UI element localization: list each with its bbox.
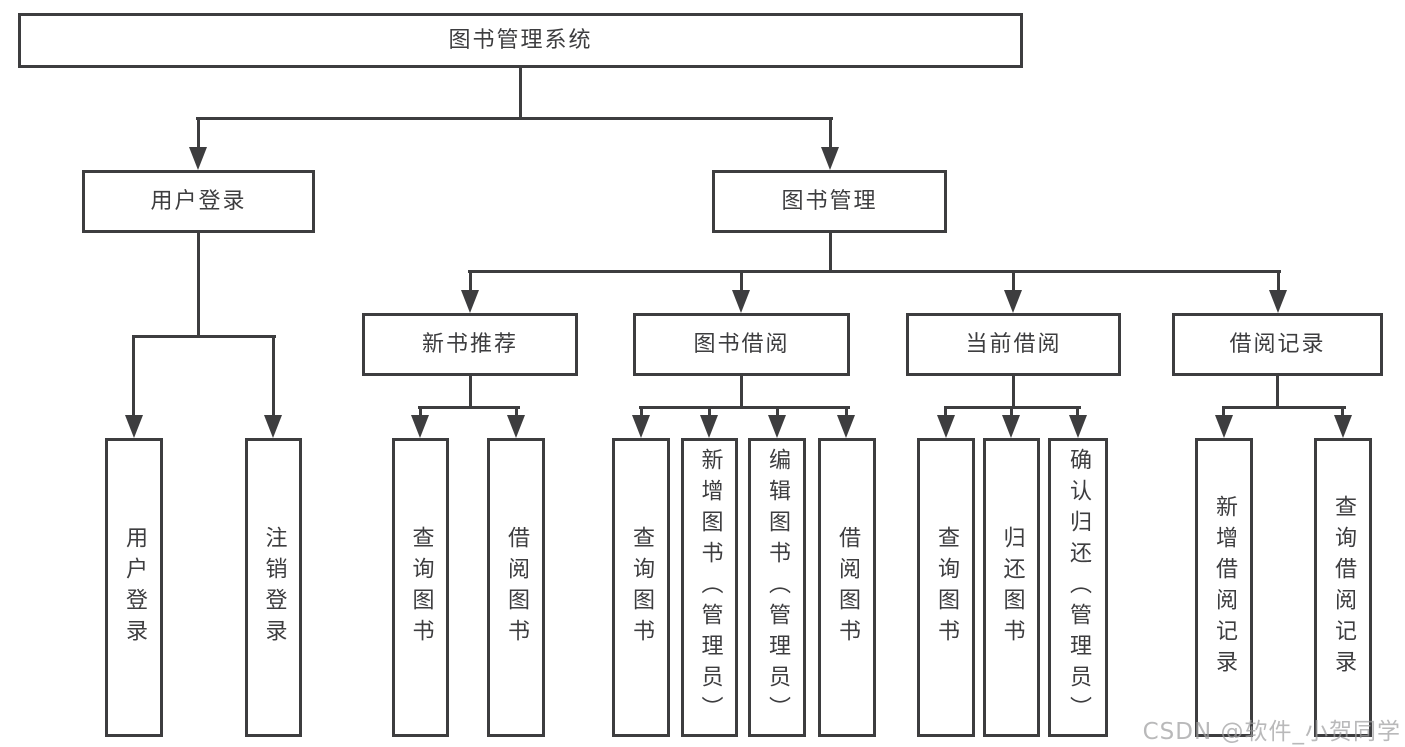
node-label: 图书管理系统 xyxy=(448,27,593,53)
node-label: 编辑图书（管理员） xyxy=(765,448,790,727)
node-label: 图书借阅 xyxy=(693,331,790,357)
arrowhead-icon xyxy=(700,415,718,438)
node-label: 借阅图书 xyxy=(835,525,860,650)
connector-line xyxy=(519,68,522,119)
connector-line xyxy=(469,376,472,409)
arrowhead-icon xyxy=(1069,415,1087,438)
connector-line xyxy=(845,406,848,418)
leaf-add-books-admin: 新增图书（管理员） xyxy=(681,438,738,737)
connector-line xyxy=(272,335,275,418)
connector-line xyxy=(776,406,779,418)
connector-line xyxy=(639,406,850,409)
node-label: 借阅图书 xyxy=(504,525,529,650)
connector-line xyxy=(1076,406,1079,418)
node-label: 查询图书 xyxy=(629,525,654,650)
connector-line xyxy=(1012,376,1015,409)
arrowhead-icon xyxy=(125,415,143,438)
leaf-query-books-1: 查询图书 xyxy=(392,438,449,737)
arrowhead-icon xyxy=(837,415,855,438)
node-label: 用户登录 xyxy=(150,188,247,214)
leaf-borrow-books-2: 借阅图书 xyxy=(818,438,876,737)
connector-line xyxy=(944,406,947,418)
node-label: 归还图书 xyxy=(999,525,1025,650)
node-label: 查询图书 xyxy=(408,525,434,650)
connector-line xyxy=(1222,406,1346,409)
connector-line xyxy=(1341,406,1344,418)
node-book-management: 图书管理 xyxy=(712,170,947,233)
arrowhead-icon xyxy=(632,415,650,438)
leaf-user-login: 用户登录 xyxy=(105,438,163,737)
node-label: 新增借阅记录 xyxy=(1212,494,1237,681)
connector-line xyxy=(515,406,518,418)
node-library-management-system: 图书管理系统 xyxy=(18,13,1023,68)
arrowhead-icon xyxy=(507,415,525,438)
leaf-query-books-3: 查询图书 xyxy=(917,438,975,737)
connector-line xyxy=(419,406,422,418)
arrowhead-icon xyxy=(461,290,479,313)
leaf-edit-books-admin: 编辑图书（管理员） xyxy=(748,438,806,737)
leaf-add-borrow-record: 新增借阅记录 xyxy=(1195,438,1253,737)
arrowhead-icon xyxy=(1334,415,1352,438)
csdn-watermark: CSDN @软件_小贺同学 xyxy=(1142,719,1401,745)
arrowhead-icon xyxy=(1002,415,1020,438)
connector-line xyxy=(469,271,472,293)
arrowhead-icon xyxy=(821,147,839,170)
connector-line xyxy=(708,406,711,418)
node-label: 新增图书（管理员） xyxy=(697,448,723,727)
connector-line xyxy=(197,118,200,151)
node-label: 当前借阅 xyxy=(965,331,1062,357)
arrowhead-icon xyxy=(264,415,282,438)
connector-line xyxy=(1277,271,1280,293)
connector-line xyxy=(1012,271,1015,293)
node-label: 查询图书 xyxy=(934,525,959,650)
connector-line xyxy=(829,118,832,151)
arrowhead-icon xyxy=(411,415,429,438)
node-borrowing-records: 借阅记录 xyxy=(1172,313,1383,376)
node-label: 查询借阅记录 xyxy=(1331,494,1356,681)
connector-line xyxy=(740,271,743,293)
leaf-return-books: 归还图书 xyxy=(983,438,1040,737)
node-label: 确认归还（管理员） xyxy=(1066,448,1091,727)
leaf-query-books-2: 查询图书 xyxy=(612,438,670,737)
connector-line xyxy=(197,233,200,338)
leaf-logout-login: 注销登录 xyxy=(245,438,302,737)
node-user-login: 用户登录 xyxy=(82,170,315,233)
node-current-borrowing: 当前借阅 xyxy=(906,313,1121,376)
arrowhead-icon xyxy=(937,415,955,438)
connector-line xyxy=(418,406,520,409)
connector-line xyxy=(132,335,135,418)
arrowhead-icon xyxy=(1269,290,1287,313)
arrowhead-icon xyxy=(189,147,207,170)
connector-line xyxy=(829,233,832,273)
connector-line xyxy=(740,376,743,409)
leaf-query-borrow-record: 查询借阅记录 xyxy=(1314,438,1372,737)
arrowhead-icon xyxy=(1004,290,1022,313)
arrowhead-icon xyxy=(732,290,750,313)
node-book-borrowing: 图书借阅 xyxy=(633,313,850,376)
leaf-borrow-books-1: 借阅图书 xyxy=(487,438,545,737)
connector-line xyxy=(196,117,833,120)
node-label: 注销登录 xyxy=(261,525,287,650)
node-label: 用户登录 xyxy=(122,525,147,650)
node-label: 借阅记录 xyxy=(1229,331,1326,357)
node-label: 图书管理 xyxy=(781,188,878,214)
connector-line xyxy=(1222,406,1225,418)
connector-line xyxy=(640,406,643,418)
node-label: 新书推荐 xyxy=(421,331,518,357)
node-new-book-recommend: 新书推荐 xyxy=(362,313,578,376)
connector-line xyxy=(1010,406,1013,418)
leaf-confirm-return-admin: 确认归还（管理员） xyxy=(1048,438,1108,737)
connector-line xyxy=(1276,376,1279,409)
arrowhead-icon xyxy=(1215,415,1233,438)
connector-line xyxy=(132,335,276,338)
arrowhead-icon xyxy=(768,415,786,438)
connector-line xyxy=(468,270,1281,273)
